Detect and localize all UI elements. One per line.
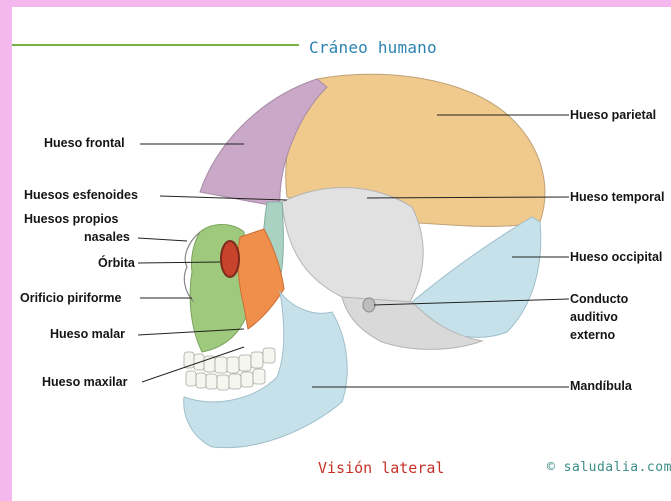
view-caption: Visión lateral	[318, 459, 444, 477]
label-nasales: nasales	[84, 230, 130, 245]
label-auditivo: auditivo	[570, 310, 618, 325]
copyright-text: © saludalia.com	[547, 460, 671, 475]
label-hueso-malar: Hueso malar	[50, 327, 125, 342]
label-hueso-occipital: Hueso occipital	[570, 250, 662, 265]
teeth	[184, 348, 275, 390]
label-hueso-parietal: Hueso parietal	[570, 108, 656, 123]
label-orbita: Órbita	[98, 256, 135, 271]
label-hueso-maxilar: Hueso maxilar	[42, 375, 127, 390]
label-huesos-esfenoides: Huesos esfenoides	[24, 188, 138, 203]
label-conducto: Conducto	[570, 292, 628, 307]
label-huesos-propios: Huesos propios	[24, 212, 118, 227]
temporal-bone	[282, 188, 423, 307]
label-externo: externo	[570, 328, 615, 343]
label-hueso-frontal: Hueso frontal	[44, 136, 125, 151]
label-hueso-temporal: Hueso temporal	[570, 190, 664, 205]
label-orificio-piriforme: Orificio piriforme	[20, 291, 121, 306]
ear-canal	[363, 298, 375, 312]
label-mandibula: Mandíbula	[570, 379, 632, 394]
diagram-frame: Cráneo humano	[12, 7, 671, 501]
orbit	[221, 241, 239, 277]
